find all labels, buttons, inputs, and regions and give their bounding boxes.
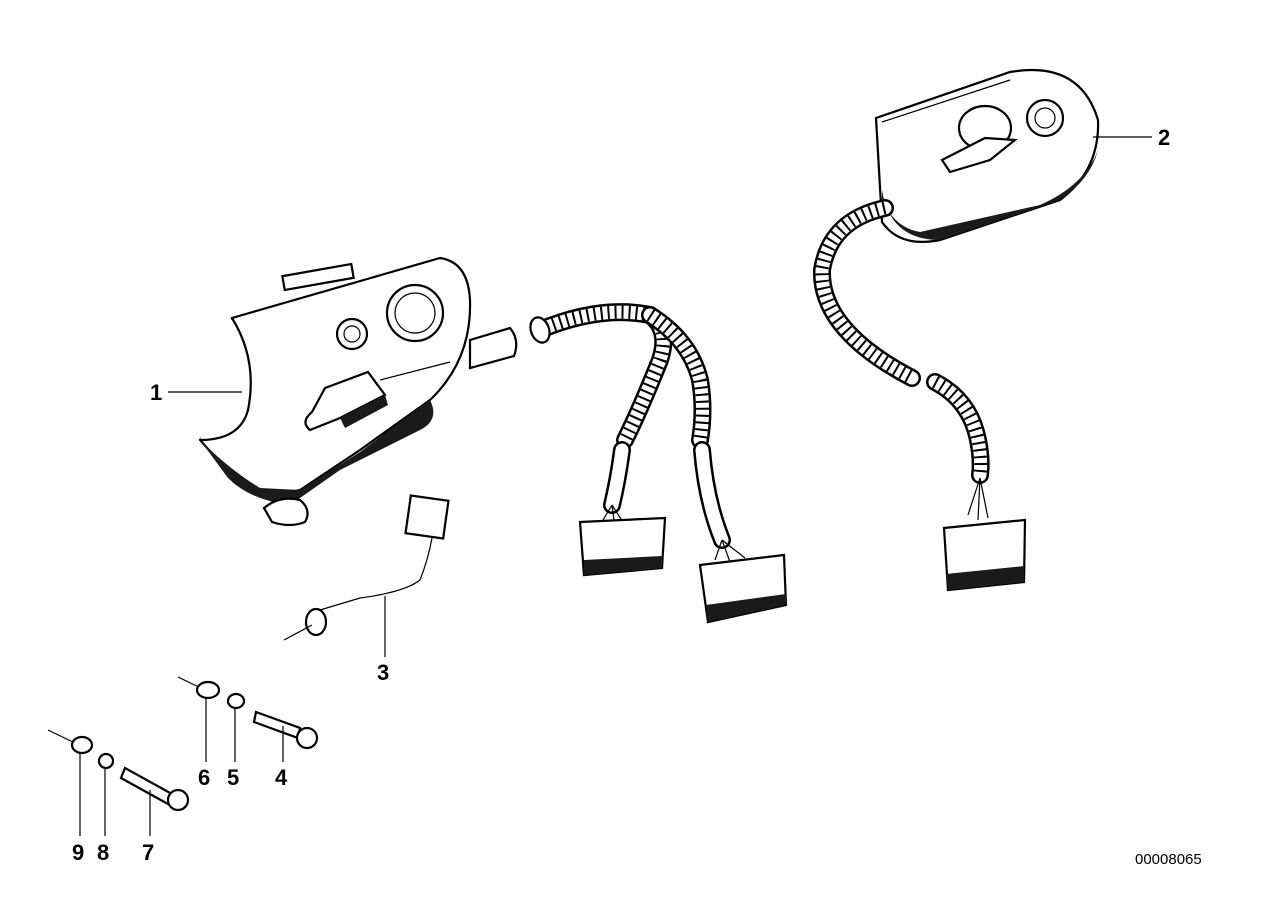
right-handlebar-switch bbox=[874, 68, 1100, 243]
left-cable-harness bbox=[529, 303, 788, 624]
callout-8: 8 bbox=[97, 840, 109, 865]
callout-6: 6 bbox=[198, 765, 210, 790]
callout-3: 3 bbox=[377, 660, 389, 685]
callout-4: 4 bbox=[275, 765, 288, 790]
right-cable-harness bbox=[812, 199, 1027, 592]
callout-5: 5 bbox=[227, 765, 239, 790]
callout-1: 1 bbox=[150, 380, 162, 405]
screw-and-washer-set-lower bbox=[47, 729, 190, 812]
left-handlebar-switch bbox=[198, 256, 518, 527]
leader-lines bbox=[79, 136, 1152, 836]
callout-7: 7 bbox=[142, 840, 154, 865]
callout-2: 2 bbox=[1158, 125, 1170, 150]
cable-switch-part bbox=[283, 494, 450, 641]
callout-9: 9 bbox=[72, 840, 84, 865]
screw-and-washer-set-upper bbox=[177, 676, 319, 750]
reference-number: 00008065 bbox=[1135, 851, 1202, 868]
